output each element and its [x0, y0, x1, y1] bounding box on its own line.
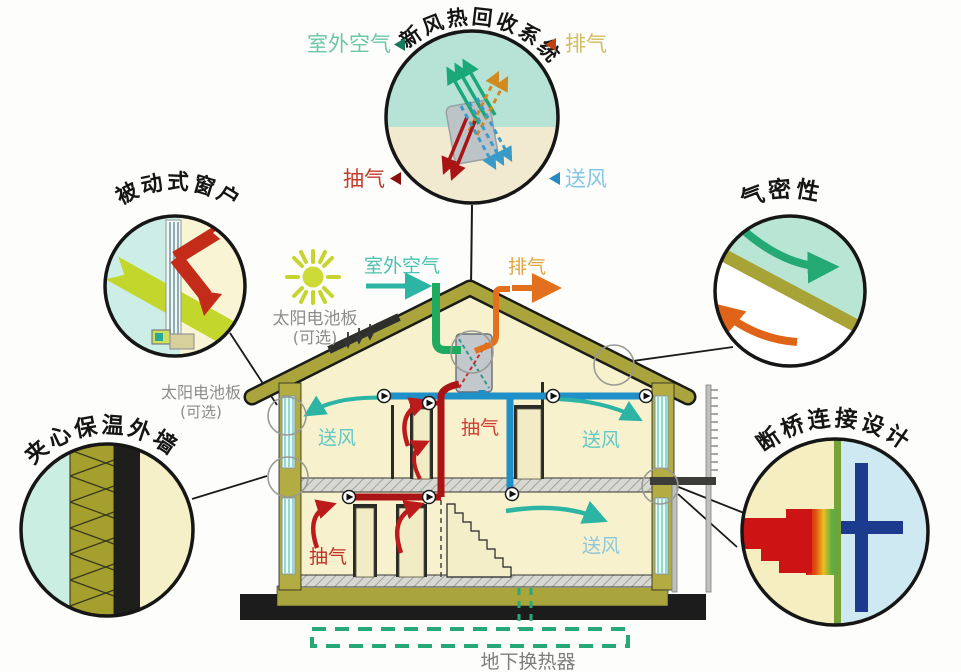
arrow-icon [390, 172, 401, 185]
arrow-icon [394, 38, 405, 51]
reflected-heat-arrow [170, 224, 224, 316]
ground-heat-exchanger-loop [310, 627, 630, 648]
house-exhaust-label: 排气 [508, 256, 546, 278]
airflow-arrows [303, 395, 643, 554]
hrv-exhaust-label: 排气 [565, 32, 607, 56]
cold-structure-vertical [855, 463, 868, 612]
solar-ray-arrows [343, 324, 375, 349]
sun-icon [285, 249, 341, 305]
solar-panel-label-left: 太阳电池板 [161, 383, 241, 402]
hrv-outdoor-air-label: 室外空气 [307, 32, 391, 56]
arrow-icon [549, 172, 560, 185]
air-deflect-green [739, 226, 840, 284]
mid-floor-slab [282, 477, 654, 493]
slab-connection-bar [650, 477, 716, 485]
left-wall [278, 382, 302, 591]
detail-markers [267, 330, 679, 505]
hrv-circle-outline [384, 29, 560, 205]
wall-core-layer [114, 444, 140, 616]
solar-panel [327, 313, 401, 354]
stairs [446, 503, 512, 578]
solar-panel-optional-top: (可选) [293, 328, 338, 347]
cold-structure-horizontal [841, 521, 903, 534]
passive-window-content [105, 216, 245, 356]
supply-upper-right-label: 送风 [582, 429, 620, 451]
air-deflect-orange [715, 302, 798, 346]
thermal-bridge-outline [740, 437, 930, 627]
roof-band [246, 282, 694, 403]
foundation [276, 585, 669, 607]
solar-panel-optional-left: (可选) [180, 403, 222, 421]
arrow-icon [545, 38, 556, 51]
wall-layer [715, 242, 865, 338]
supply-upper-left-label: 送风 [318, 427, 356, 449]
house-outdoor-air-label: 室外空气 [364, 255, 440, 277]
extract-lower-label: 抽气 [309, 546, 347, 568]
airtightness-outline [713, 214, 867, 368]
right-wall [651, 382, 675, 591]
hrv-supply-label: 送风 [565, 167, 607, 191]
solar-panel-label-top: 太阳电池板 [273, 309, 358, 329]
insulated-wall-outline [19, 442, 195, 618]
pipe-exhaust-orange [473, 286, 510, 354]
extract-upper-label: 抽气 [461, 417, 499, 439]
ground-heat-exchanger-label: 地下换热器 [480, 651, 575, 672]
pipe-intake-green [432, 283, 461, 354]
balcony-structure [650, 384, 718, 593]
airtightness-content [715, 216, 865, 366]
hrv-extract-label: 抽气 [343, 167, 385, 191]
pipe-extract-red [437, 380, 460, 497]
passive-window-outline [103, 214, 247, 358]
hrv-unit-flow-b [458, 338, 490, 389]
heat-zone [742, 509, 812, 573]
supply-lower-right-label: 送风 [582, 535, 620, 557]
